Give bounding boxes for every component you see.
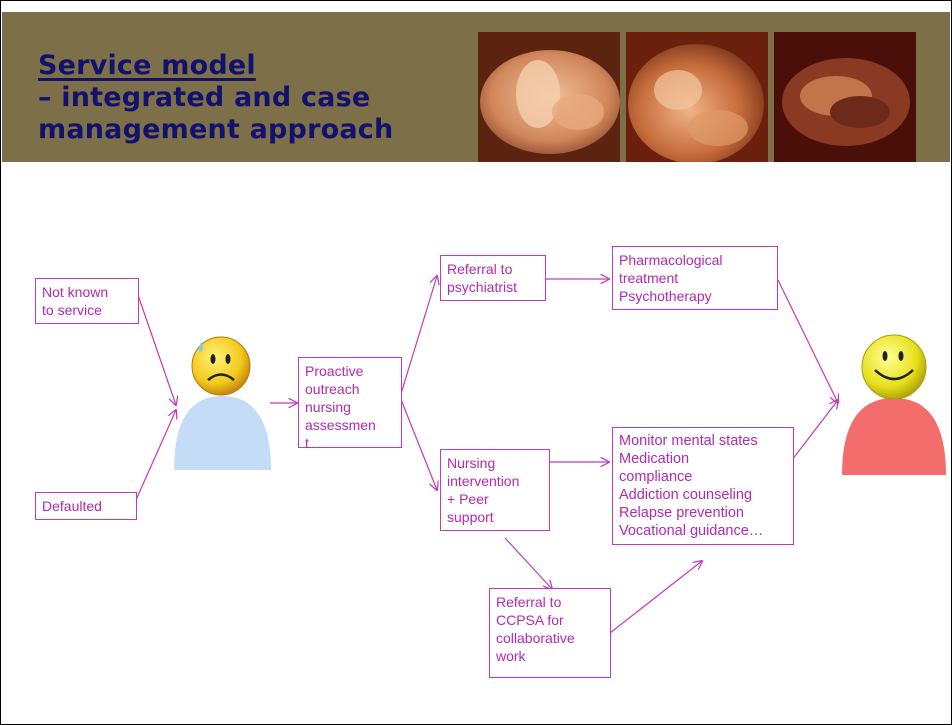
box-referral-psych-line-1: Referral to [447, 261, 513, 277]
holding-hands-photo [626, 32, 768, 172]
happy-face-person-icon [842, 334, 946, 475]
box-ccpsa-line-4: work [496, 648, 526, 664]
box-nursing-line-1: Nursing [447, 455, 496, 471]
baby-hand-photo [478, 32, 620, 172]
box-defaulted-line-1: Defaulted [42, 498, 102, 514]
box-monitor-line-1: Monitor mental states [619, 433, 758, 449]
box-outreach: Proactive outreach nursing assessmen t [298, 357, 402, 451]
box-monitor-line-4: Addiction counseling [619, 487, 753, 503]
box-outreach-line-5: t [305, 435, 309, 451]
box-outreach-line-4: assessmen [305, 417, 376, 433]
box-outreach-line-2: outreach [305, 381, 360, 397]
box-monitor-line-5: Relapse prevention [619, 505, 744, 521]
header-bar: Service model – integrated and case mana… [2, 12, 950, 172]
box-ccpsa-line-1: Referral to [496, 594, 562, 610]
header-photos [478, 32, 916, 172]
header-divider [2, 162, 950, 174]
box-monitor-line-6: Vocational guidance… [619, 523, 764, 539]
box-pharm-line-2: treatment [619, 270, 679, 286]
box-not-known-line-2: to service [42, 302, 102, 318]
box-pharm-line-3: Psychotherapy [619, 288, 712, 304]
box-monitor-line-2: Medication [619, 451, 690, 467]
box-not-known: Not known to service [35, 278, 139, 324]
sad-face-person-icon [174, 336, 271, 470]
box-nursing-line-4: support [447, 509, 494, 525]
box-nursing-line-2: intervention [447, 473, 520, 489]
box-defaulted: Defaulted [35, 492, 137, 520]
box-ccpsa-line-3: collaborative [496, 630, 575, 646]
box-monitor: Monitor mental states Medication complia… [612, 427, 794, 545]
slide-title: Service model – integrated and case mana… [38, 50, 393, 146]
box-not-known-line-1: Not known [42, 284, 109, 300]
title-line-2: – integrated and case [38, 82, 371, 113]
box-pharm-line-1: Pharmacological [619, 252, 723, 268]
box-referral-psych-line-2: psychiatrist [447, 279, 518, 295]
box-nursing: Nursing intervention + Peer support [440, 449, 550, 531]
stacked-hands-photo [774, 32, 916, 172]
box-monitor-line-3: compliance [619, 469, 693, 485]
title-line-3: management approach [38, 114, 394, 145]
box-nursing-line-3: + Peer [447, 491, 489, 507]
box-referral-psychiatrist: Referral to psychiatrist [440, 255, 546, 301]
box-pharmacological: Pharmacological treatment Psychotherapy [612, 246, 778, 310]
title-line-1: Service model [38, 50, 256, 81]
box-outreach-line-1: Proactive [305, 363, 364, 379]
box-ccpsa: Referral to CCPSA for collaborative work [489, 588, 611, 678]
box-ccpsa-line-2: CCPSA for [496, 612, 564, 628]
box-outreach-line-3: nursing [305, 399, 351, 415]
